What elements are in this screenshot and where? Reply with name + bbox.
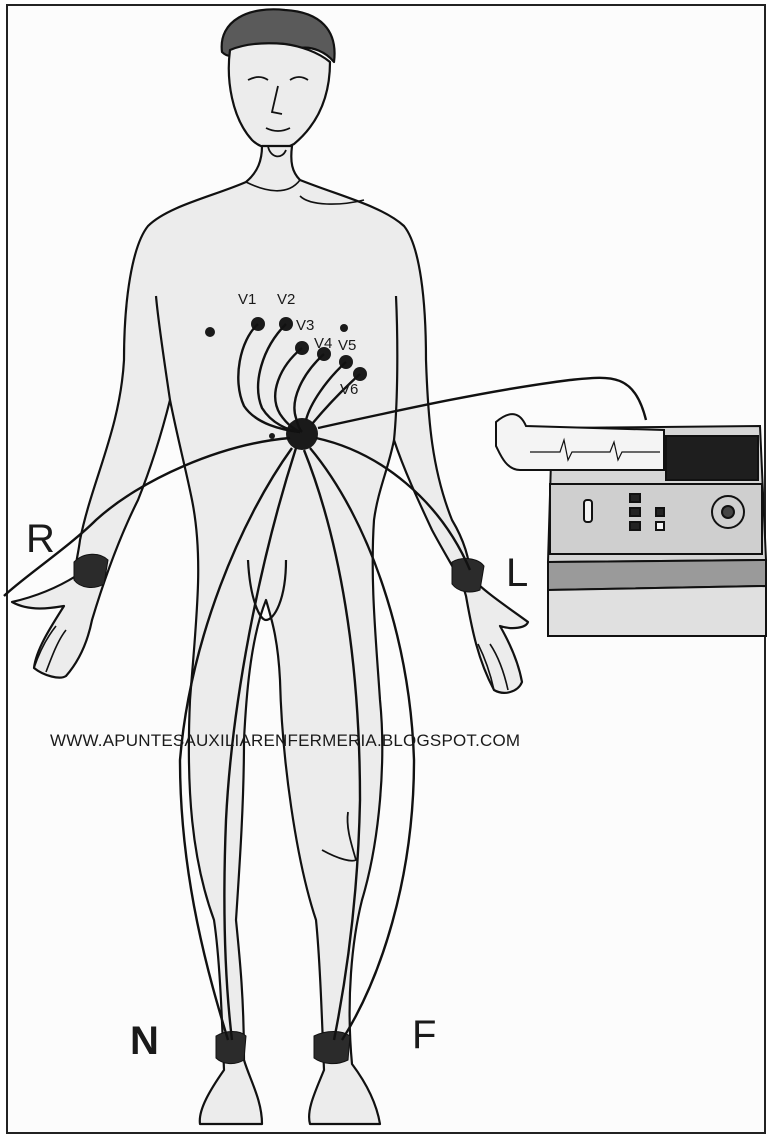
label-v6: V6 xyxy=(340,381,358,398)
control-knob-center xyxy=(722,506,734,518)
right-wrist-electrode xyxy=(74,554,108,587)
button-3 xyxy=(630,522,640,530)
button-2 xyxy=(630,508,640,516)
label-v2: V2 xyxy=(277,291,295,308)
label-left-leg: F xyxy=(412,1013,436,1057)
device-base-bottom xyxy=(548,586,766,636)
torso-and-arms xyxy=(12,146,528,1124)
watermark-text: WWW.APUNTESAUXILIARENFERMERIA.BLOGSPOT.C… xyxy=(50,731,520,750)
label-v3: V3 xyxy=(296,317,314,334)
button-5 xyxy=(656,522,664,530)
small-dot xyxy=(269,433,275,439)
button-4 xyxy=(656,508,664,516)
label-right-arm: R xyxy=(26,517,55,561)
head xyxy=(229,43,330,149)
label-left-arm: L xyxy=(506,551,528,595)
device-base xyxy=(548,560,766,590)
device-display xyxy=(666,436,758,480)
electrode-extra-right xyxy=(205,327,215,337)
label-v5: V5 xyxy=(338,337,356,354)
electrode-extra-left xyxy=(340,324,348,332)
label-v1: V1 xyxy=(238,291,256,308)
paper-strip xyxy=(496,414,664,470)
ecg-machine xyxy=(496,414,766,636)
label-v4: V4 xyxy=(314,335,332,352)
label-right-leg: N xyxy=(130,1019,159,1063)
button-1 xyxy=(630,494,640,502)
power-switch xyxy=(584,500,592,522)
